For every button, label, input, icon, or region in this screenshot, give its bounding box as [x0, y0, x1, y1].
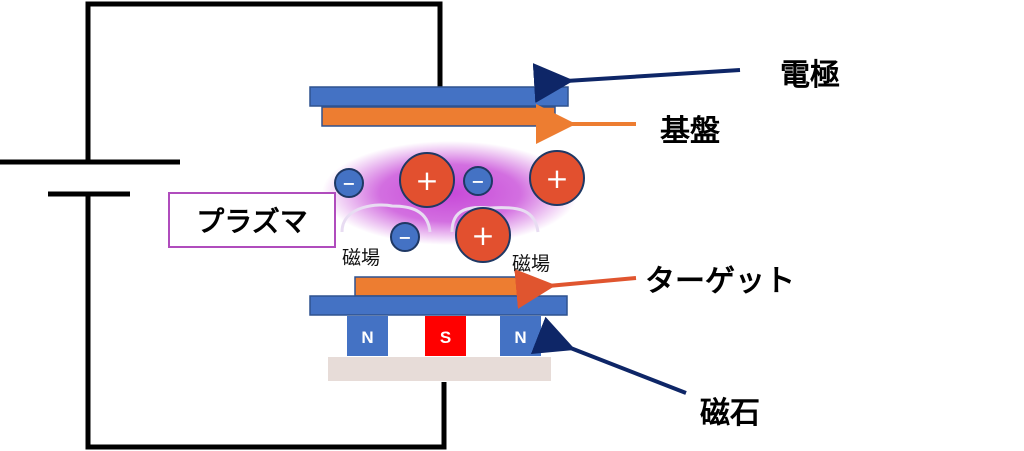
magnet-n-left	[347, 316, 388, 356]
negative-ion: −	[390, 222, 420, 252]
battery-symbol	[0, 159, 180, 197]
electrode-arrow	[532, 63, 741, 103]
svg-text:−: −	[342, 174, 355, 193]
magnetic-field-label-left: 磁場	[342, 247, 381, 269]
substrate-label: 基盤	[660, 114, 720, 149]
electrode-label: 電極	[780, 58, 840, 93]
svg-text:+: +	[471, 219, 494, 252]
magnet-n-left-label: N	[361, 328, 373, 347]
positive-ion: +	[399, 152, 455, 208]
svg-text:−: −	[471, 172, 484, 191]
svg-text:−: −	[398, 228, 411, 247]
magnetic-field-label-right: 磁場	[512, 253, 551, 275]
electrode-plate	[309, 86, 569, 107]
target-arrow	[514, 268, 637, 309]
magnet-arrow	[530, 316, 687, 395]
plasma-label: プラズマ	[196, 205, 308, 238]
positive-ion: +	[529, 150, 585, 206]
magnet-label: 磁石	[700, 396, 760, 431]
negative-ion: −	[334, 168, 364, 198]
negative-ion: −	[463, 166, 493, 196]
positive-ion: +	[455, 207, 511, 263]
magnet-s-label: S	[440, 328, 451, 347]
magnet-base	[328, 357, 551, 381]
magnet-n-right-label: N	[514, 328, 526, 347]
substrate-plate	[321, 106, 556, 127]
circuit-wire	[85, 1, 447, 450]
target-plate	[354, 276, 532, 297]
plasma-label-box: プラズマ	[168, 192, 336, 248]
svg-text:+: +	[415, 164, 438, 197]
target-label: ターゲット	[645, 264, 795, 299]
svg-text:+: +	[545, 162, 568, 195]
cathode-plate	[309, 295, 568, 316]
magnet-s	[425, 316, 466, 356]
